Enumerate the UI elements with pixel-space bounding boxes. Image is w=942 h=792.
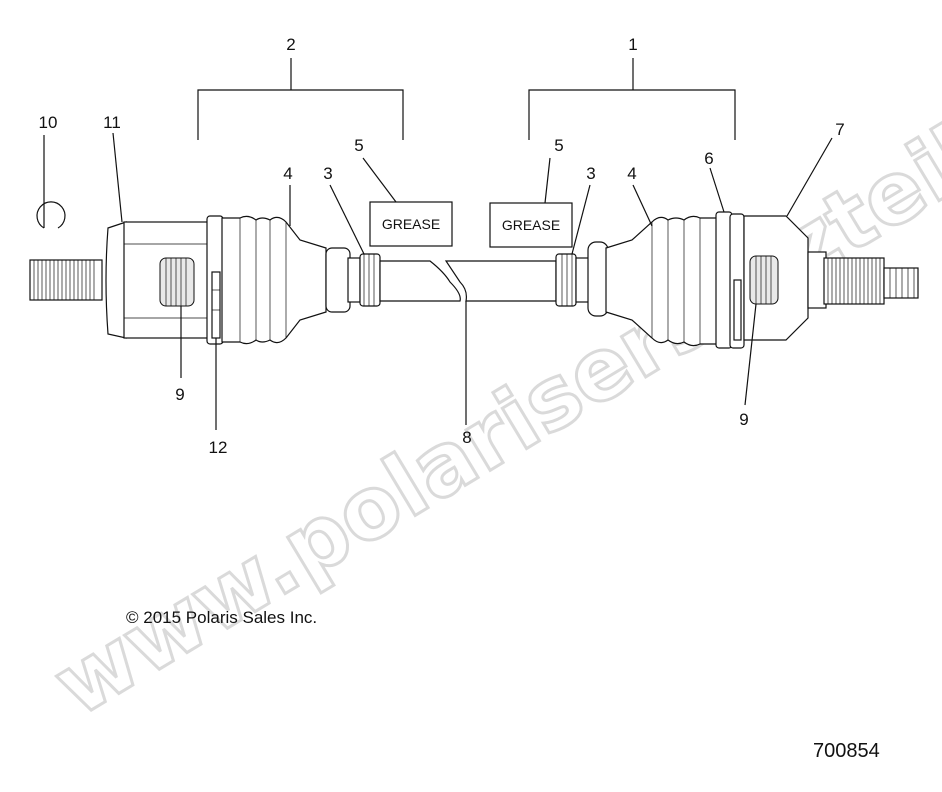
right-shaft-collar	[555, 241, 609, 317]
callout-3-right: 3	[586, 164, 595, 183]
grease-text-right: GREASE	[502, 217, 560, 233]
callout-5-left: 5	[354, 136, 363, 155]
callout-5-right: 5	[554, 136, 563, 155]
right-boot-clamp	[715, 211, 745, 349]
callout-6: 6	[704, 149, 713, 168]
right-splined-stub	[807, 251, 919, 309]
callout-8: 8	[462, 428, 471, 447]
callout-12: 12	[209, 438, 228, 457]
snap-ring	[36, 201, 66, 229]
grease-text-left: GREASE	[382, 216, 440, 232]
callout-2: 2	[286, 35, 295, 54]
bracket-assembly-2	[197, 58, 404, 140]
callout-10: 10	[39, 113, 58, 132]
grease-label-right: GREASE	[489, 202, 573, 248]
callout-3-left: 3	[323, 164, 332, 183]
bracket-assembly-1	[528, 58, 736, 140]
axle-shaft	[379, 260, 557, 302]
callout-1: 1	[628, 35, 637, 54]
callout-4-right: 4	[627, 164, 636, 183]
left-cv-housing	[105, 221, 211, 339]
grease-label-left: GREASE	[369, 201, 453, 247]
right-cv-housing	[743, 215, 809, 341]
callout-numbers: 2 1 10 11 5 5 4 3 3 4 6 7 9 12 8 9	[39, 35, 845, 457]
figure-number: 700854	[813, 740, 880, 762]
copyright-notice: © 2015 Polaris Sales Inc.	[126, 608, 317, 627]
left-boot-clamp	[206, 215, 224, 345]
left-cv-boot	[221, 215, 327, 345]
left-splined-stub	[29, 259, 103, 301]
callout-9-left: 9	[175, 385, 184, 404]
callout-11: 11	[103, 113, 121, 132]
callout-9-right: 9	[739, 410, 748, 429]
callout-7: 7	[835, 120, 844, 139]
leader-lines	[43, 132, 833, 430]
callout-4-left: 4	[283, 164, 292, 183]
left-shaft-collar	[325, 247, 381, 313]
